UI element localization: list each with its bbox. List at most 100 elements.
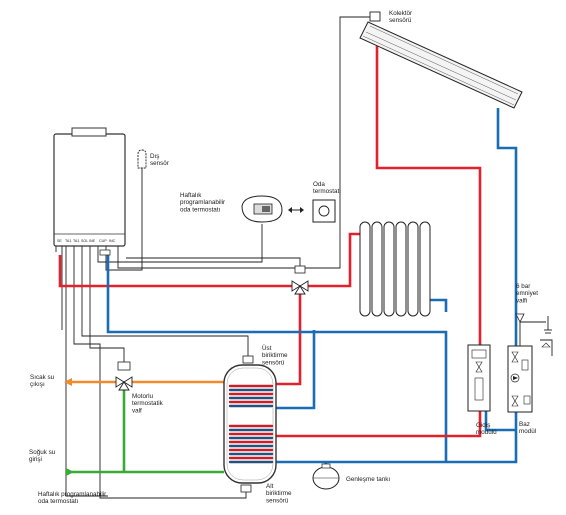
tank-upper-coil — [228, 384, 274, 408]
wire-outdoor-sensor — [105, 168, 143, 271]
pipe-tank-coil-flow — [276, 292, 302, 386]
radiator-section — [371, 221, 383, 317]
haftalik_top-line: oda termostatı — [180, 206, 221, 213]
boiler-terminal-label: INE — [89, 239, 96, 243]
sicak_su-line: çıkışı — [30, 381, 45, 388]
motorlu_valf-line: valf — [132, 407, 142, 414]
haftalik_bottom-line: Haftalık programlanabilir — [38, 491, 106, 498]
wire-collector-sensor — [117, 16, 376, 269]
pipe-tank-coil-return — [276, 330, 316, 410]
motor-thermostatic-valve — [115, 361, 133, 391]
pipe-boiler-flow — [58, 255, 296, 288]
radiator — [359, 221, 431, 317]
outdoor-sensor — [137, 149, 147, 169]
sicak_su-line: Sıcak su — [30, 374, 55, 381]
boiler-terminal-label: CUP — [99, 239, 107, 243]
boiler-terminal-label: INC — [109, 239, 116, 243]
donus_modulu-line: Baz — [519, 421, 530, 428]
boiler-terminal-label: SOL — [81, 239, 88, 243]
heating-flow — [58, 232, 448, 462]
ust_biriktirme-line: sensörü — [262, 359, 285, 366]
wire-lower-sensor — [73, 245, 247, 499]
pipe-solar-coil-in — [276, 372, 482, 438]
soguk_su-line: girişi — [29, 456, 42, 463]
alt_biriktirme-line: Alt — [266, 483, 274, 490]
ust_biriktirme-line: biriktirme — [262, 352, 288, 359]
boiler — [53, 127, 126, 256]
return-module — [507, 345, 533, 413]
tank-lower-coil — [228, 424, 274, 464]
boiler-terminal-label: TA1 — [65, 239, 71, 243]
collector-sensor-box — [369, 11, 381, 22]
gidis_modulu-line: modülü — [476, 429, 497, 436]
wire-3way — [126, 257, 301, 268]
boiler-terminal-label: SE — [57, 239, 62, 243]
soguk_su-line: Soğuk su — [29, 449, 56, 456]
wire-bottom-thermostat — [65, 245, 108, 497]
pipe-solar-return-link — [484, 410, 516, 432]
weekly-thermostat-top — [241, 195, 283, 223]
upper-storage-sensor-box — [242, 355, 254, 364]
flow-module — [467, 344, 491, 412]
radiator-section — [395, 221, 407, 317]
pipe-radiator-return — [430, 298, 448, 312]
kolektor-line: Kolektör — [389, 10, 412, 17]
expansion-tank — [312, 463, 340, 490]
pipe-solar-flow — [375, 40, 482, 348]
three-way-valve — [291, 265, 309, 295]
radiator-section — [407, 221, 419, 317]
donus_modulu-line: modül — [519, 428, 536, 435]
boiler-terminal-label: TA1 — [73, 239, 79, 243]
domestic-water — [70, 380, 224, 474]
motorlu_valf-line: Motorlu — [132, 393, 153, 400]
cold-water-arrow-icon — [66, 468, 74, 476]
kolektor-line: sensörü — [389, 17, 412, 24]
motorlu_valf-line: termostatik — [132, 400, 164, 407]
room-thermostat — [312, 199, 336, 223]
signal-wires — [61, 16, 376, 499]
emniyet_valfi-line: 6 bar — [516, 283, 530, 290]
label-expansion-tank: Genleşme tankı — [346, 476, 390, 483]
ust_biriktirme-line: Üst — [262, 344, 272, 352]
radiator-section — [359, 221, 371, 317]
dis_sensor-line: Dış — [150, 153, 159, 160]
emniyet_valfi-line: valfi — [516, 297, 527, 304]
oda_termostati-line: Oda — [313, 181, 325, 188]
haftalik_top-line: programlanabilir — [180, 199, 225, 206]
hot-water-arrow-icon — [64, 378, 72, 386]
emniyet_valfi-line: emniyet — [516, 290, 538, 297]
wire-upper-sensor — [81, 245, 249, 356]
alt_biriktirme-line: biriktirme — [266, 490, 292, 497]
gidis_modulu-line: Gidiş — [476, 422, 490, 429]
double-arrow-icon — [288, 207, 304, 213]
genlesme-line: Genleşme tankı — [346, 476, 390, 483]
pipe-boiler-return — [106, 255, 448, 462]
oda_termostati-line: termostatı — [313, 188, 341, 195]
haftalik_top-line: Haftalık — [180, 192, 202, 199]
alt_biriktirme-line: sensörü — [266, 497, 289, 504]
radiator-section — [383, 221, 395, 317]
radiator-section — [419, 221, 431, 317]
haftalik_bottom-line: oda termostatı — [38, 498, 79, 505]
solar-collector — [359, 21, 523, 109]
pipe-solar-return — [276, 108, 518, 464]
lower-storage-sensor-box — [240, 484, 252, 493]
storage-tank — [223, 364, 277, 484]
dis_sensor-line: sensör — [150, 160, 169, 167]
pipe-radiator-flow — [304, 232, 362, 288]
